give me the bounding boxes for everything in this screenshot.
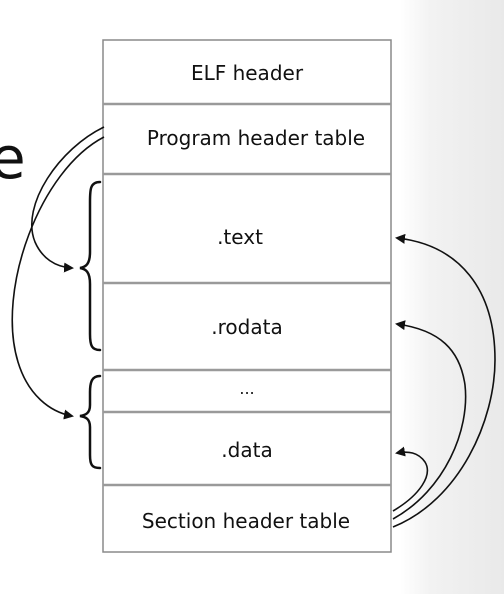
section-label-data: .data [221,438,272,462]
section-label-rodata: .rodata [211,315,282,339]
program-header-arrow-outer [11,136,105,420]
background-gradient-strip [400,0,504,594]
elf-file-box [102,39,392,553]
left-brace-segment [79,374,102,470]
section-label-section-header-table: Section header table [142,509,350,533]
section-header-arrow-data [392,446,429,512]
section-label-program-header-table: Program header table [147,126,365,150]
section-dividers [103,102,391,487]
cut-off-text: e [0,124,26,192]
left-brace-segment [79,180,102,352]
program-header-arrow-inner [30,126,105,273]
section-label-ellipsis: ... [239,379,254,398]
section-header-arrow-text [392,233,496,528]
section-label-elf-header: ELF header [191,61,304,85]
section-label-text: .text [217,225,263,249]
section-header-arrow-rodata [392,320,467,520]
